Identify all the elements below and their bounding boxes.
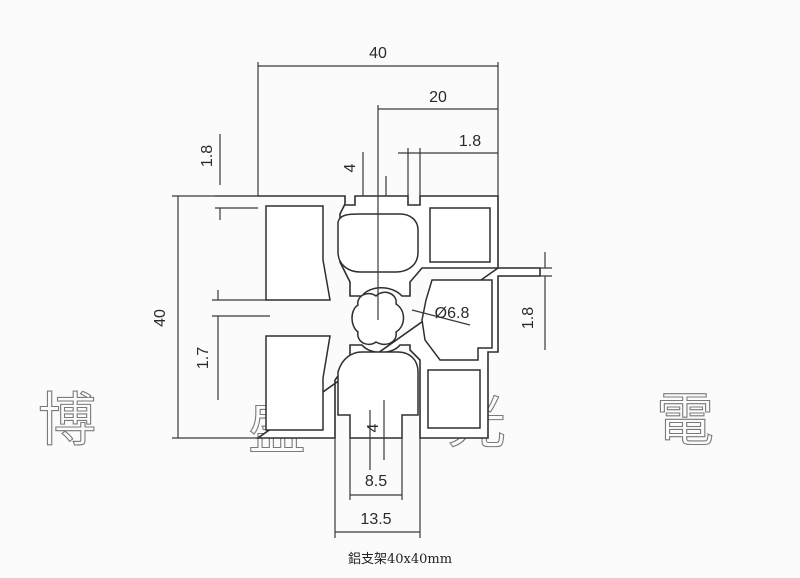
dim-inner-slot-width: 8.5 xyxy=(365,473,387,490)
slot-bottom xyxy=(337,351,419,439)
pocket-bottom-left xyxy=(265,335,331,431)
dim-slot-width-top: 4 xyxy=(342,163,359,172)
dim-left-lip: 1.8 xyxy=(199,145,216,167)
dim-slot-width-bottom: 4 xyxy=(365,423,382,432)
pocket-bottom-right xyxy=(427,369,481,429)
watermark-char-1: 博 xyxy=(38,386,96,454)
dim-center-bore: Ø6.8 xyxy=(435,305,470,322)
dim-overall-height: 40 xyxy=(152,309,169,327)
dim-half-width: 20 xyxy=(429,89,447,106)
dim-slot-lip-top: 1.8 xyxy=(520,307,537,329)
dimension-lines xyxy=(172,62,552,538)
dim-outer-slot-width: 13.5 xyxy=(360,511,391,528)
pocket-top-left xyxy=(265,205,331,301)
dim-overall-width: 40 xyxy=(369,45,387,62)
dim-left-offset: 1.7 xyxy=(195,347,212,369)
watermark-char-4: 電 xyxy=(656,386,714,454)
pocket-top-right xyxy=(429,207,491,263)
pocket-right-slot xyxy=(421,279,493,361)
drawing-caption: 鋁支架40x40mm xyxy=(347,552,453,567)
dim-slot-lip-right: 1.8 xyxy=(459,133,481,150)
